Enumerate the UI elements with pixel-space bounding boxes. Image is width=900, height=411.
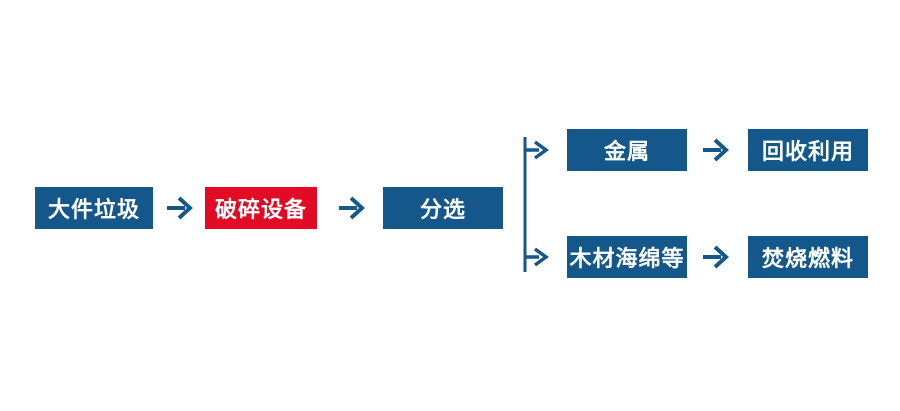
node-sorting: 分选 (383, 187, 503, 229)
branch-connector (523, 137, 549, 272)
node-incineration-fuel-label: 焚烧燃料 (761, 247, 854, 272)
arrow-right-icon (167, 196, 193, 220)
node-wood-sponge-label: 木材海绵等 (569, 247, 685, 272)
node-recycling: 回收利用 (748, 129, 868, 171)
arrow-right-icon (703, 138, 729, 162)
node-wood-sponge: 木材海绵等 (567, 236, 687, 278)
node-crushing-equipment: 破碎设备 (205, 187, 317, 229)
node-recycling-label: 回收利用 (761, 140, 854, 165)
node-metal: 金属 (567, 129, 687, 171)
node-crushing-equipment-label: 破碎设备 (214, 198, 307, 223)
node-bulky-waste: 大件垃圾 (35, 187, 153, 229)
arrow-right-icon (703, 245, 729, 269)
node-metal-label: 金属 (603, 140, 650, 165)
node-incineration-fuel: 焚烧燃料 (748, 236, 868, 278)
node-bulky-waste-label: 大件垃圾 (47, 198, 140, 223)
arrow-right-icon (339, 196, 365, 220)
node-sorting-label: 分选 (419, 198, 466, 223)
